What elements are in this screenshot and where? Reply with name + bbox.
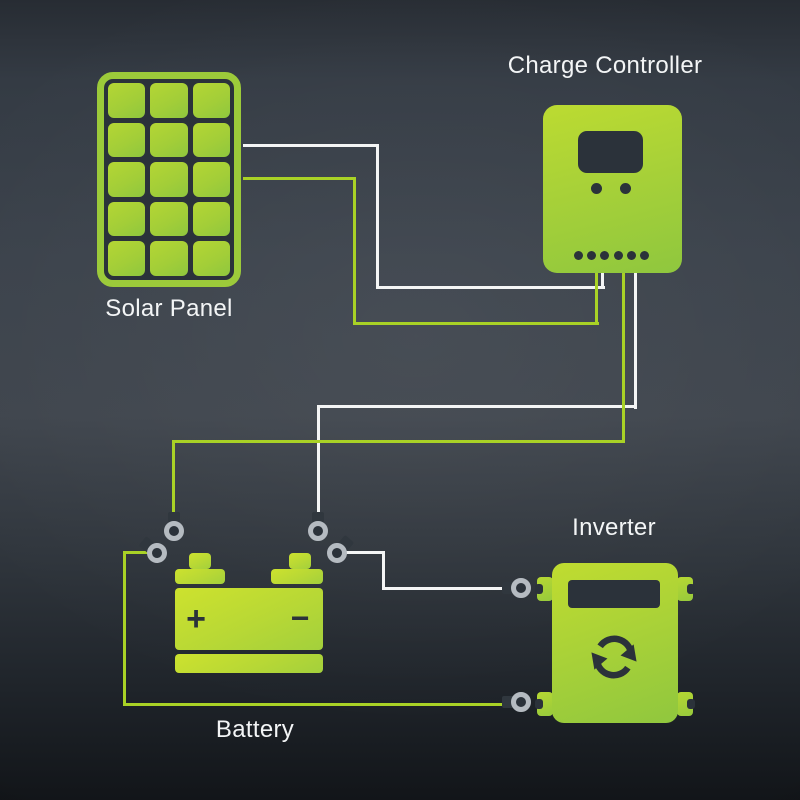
battery-top-bar-left [175, 569, 225, 584]
inverter-upper-terminal-lug [502, 576, 534, 600]
solar-cell [150, 122, 188, 158]
battery-icon [175, 588, 323, 650]
solar-cell [150, 83, 188, 118]
battery-label: Battery [215, 716, 295, 743]
lug-ring [511, 578, 531, 598]
indicator-dot [591, 183, 602, 194]
controller-screen [578, 131, 643, 173]
cycle-arrows-icon [591, 635, 637, 679]
inverter-label: Inverter [572, 514, 656, 541]
solar-panel-label: Solar Panel [105, 295, 233, 322]
wire-panel-to-controller-green [353, 322, 599, 325]
battery-top-bar-right [271, 569, 323, 584]
inverter-mount-tab [535, 692, 553, 716]
wire-controller-to-battery-white [634, 271, 637, 409]
solar-cell [192, 122, 230, 158]
solar-cell [150, 241, 188, 276]
led-dot [626, 251, 636, 260]
wire-battery-to-inverter-green [123, 551, 126, 706]
charge-controller-icon [543, 105, 682, 273]
inverter-lower-terminal-lug [502, 690, 534, 714]
inverter-screen [568, 580, 660, 608]
controller-indicator-dots [591, 183, 631, 194]
inverter-mount-tab [535, 577, 553, 601]
ring-terminal-icon [162, 512, 186, 544]
wire-controller-to-battery-white [317, 405, 637, 408]
battery-bottom-strip [175, 654, 323, 673]
solar-cell [108, 201, 146, 237]
wire-battery-to-inverter-green [123, 551, 148, 554]
solar-panel-cells [108, 83, 230, 276]
led-dot [639, 251, 649, 260]
solar-cell [108, 162, 146, 197]
lug-ring [164, 521, 184, 541]
solar-cell [108, 241, 146, 276]
led-dot [613, 251, 623, 260]
charge-controller-label: Charge Controller [507, 52, 703, 79]
wire-panel-to-controller-white [376, 144, 379, 289]
solar-cell [192, 241, 230, 276]
wire-battery-to-inverter-white [346, 551, 385, 554]
led-dot [587, 251, 597, 260]
wire-panel-to-controller-green [353, 177, 356, 325]
wire-panel-to-controller-green [243, 177, 356, 180]
led-dot [600, 251, 610, 260]
indicator-dot [620, 183, 631, 194]
wire-panel-to-controller-white [243, 144, 379, 147]
lug-ring [511, 692, 531, 712]
inverter-mount-tab [677, 577, 695, 601]
wire-battery-to-inverter-white [382, 587, 515, 590]
solar-cell [108, 83, 146, 118]
solar-cell [192, 162, 230, 197]
wire-panel-to-controller-white [601, 271, 604, 289]
solar-cell [108, 122, 146, 158]
wire-panel-to-controller-white [376, 286, 605, 289]
wire-panel-to-controller-green [595, 271, 598, 325]
battery-negative-cap [289, 553, 311, 569]
controller-led-row [574, 251, 649, 260]
solar-cell [150, 162, 188, 197]
led-dot [574, 251, 583, 260]
tab-notch [535, 584, 543, 594]
plus-symbol: + [186, 600, 206, 638]
inverter-mount-tab [677, 692, 695, 716]
wire-battery-to-inverter-white [382, 551, 385, 590]
solar-cell [192, 83, 230, 118]
minus-symbol: − [290, 600, 310, 636]
lug-ring [308, 521, 328, 541]
tab-notch [687, 584, 695, 594]
wire-controller-to-battery-green [622, 271, 625, 443]
wire-controller-to-battery-green [172, 440, 175, 517]
wire-battery-to-inverter-green [123, 703, 515, 706]
tab-notch [535, 699, 543, 709]
solar-cell [192, 201, 230, 237]
solar-panel-icon [97, 72, 241, 287]
wire-controller-to-battery-white [317, 405, 320, 517]
ring-terminal-icon [306, 512, 330, 544]
tab-notch [687, 699, 695, 709]
battery-positive-cap [189, 553, 211, 569]
wire-controller-to-battery-green [172, 440, 625, 443]
solar-cell [150, 201, 188, 237]
